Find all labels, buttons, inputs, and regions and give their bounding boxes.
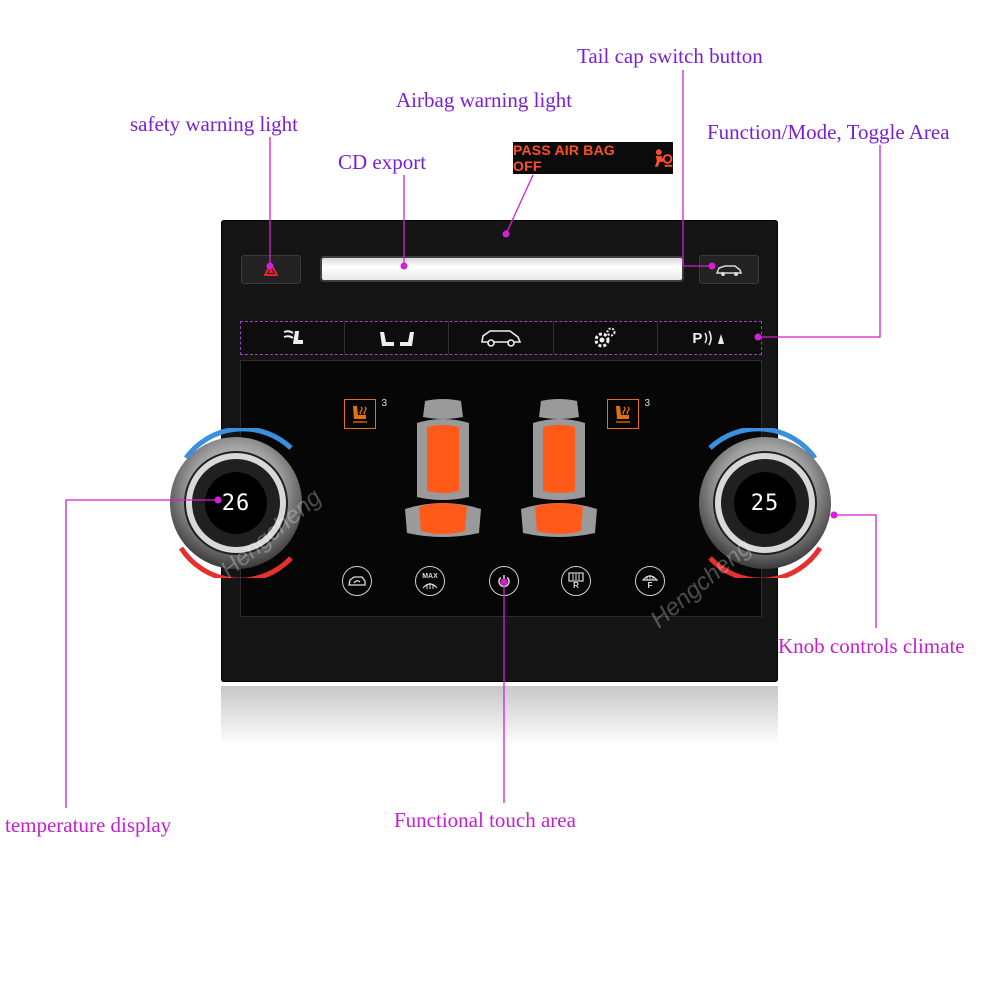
- mode-seat-ventilation[interactable]: [241, 322, 346, 354]
- recirculation-icon: [348, 576, 366, 586]
- max-defrost-button[interactable]: MAX: [415, 566, 445, 596]
- safety-light-callout: safety warning light: [130, 112, 298, 136]
- left-seat-heat-badge[interactable]: 3: [344, 398, 387, 429]
- left-temperature-display: 26: [205, 472, 267, 534]
- mode-settings[interactable]: [554, 322, 658, 354]
- rear-defrost-button[interactable]: R: [561, 566, 591, 596]
- front-defrost-icon: F: [642, 572, 658, 590]
- power-button[interactable]: [489, 566, 519, 596]
- right-seat-graphic[interactable]: [519, 399, 599, 549]
- parking-sensor-icon: [704, 330, 725, 346]
- defrost-waves-icon: [422, 582, 438, 589]
- hazard-triangle-icon: [264, 263, 278, 276]
- hazard-button[interactable]: [241, 255, 301, 284]
- seat-heat-icon: [353, 406, 367, 423]
- mode-parking-sensor[interactable]: P: [658, 322, 761, 354]
- temperature-display-callout: temperature display: [5, 813, 172, 837]
- knob-callout: Knob controls climate: [778, 634, 965, 658]
- car-icon: [481, 330, 522, 347]
- mode-seats[interactable]: [345, 322, 450, 354]
- airbag-callout: Airbag warning light: [396, 88, 573, 112]
- tail-cap-switch-button[interactable]: [699, 255, 759, 284]
- airbag-warning-indicator: PASS AIR BAG OFF: [513, 142, 673, 174]
- cd-slot[interactable]: [320, 256, 684, 282]
- right-seat-heat-level: 3: [644, 398, 650, 409]
- rear-defrost-icon: R: [568, 572, 584, 590]
- right-temperature-display: 25: [734, 472, 796, 534]
- seat-heat-icon: [616, 406, 630, 423]
- rear-window-icon: [568, 572, 584, 582]
- seats-icon: [379, 332, 414, 346]
- mode-toggle-bar: P: [240, 321, 762, 355]
- tailgate-car-icon: [715, 264, 743, 276]
- right-climate-knob[interactable]: 25: [690, 428, 840, 578]
- mode-area-callout: Function/Mode, Toggle Area: [707, 120, 950, 144]
- touch-screen: 3 3 MAX: [240, 360, 762, 617]
- airbag-text: PASS AIR BAG OFF: [513, 142, 615, 174]
- panel-reflection: [221, 686, 778, 746]
- max-defrost-icon: MAX: [422, 573, 438, 590]
- right-seat-heat-badge[interactable]: 3: [607, 398, 650, 429]
- power-icon: [498, 575, 510, 588]
- seat-ventilation-icon: [283, 330, 303, 344]
- left-seat-graphic[interactable]: [403, 399, 483, 549]
- front-label: F: [647, 581, 653, 590]
- tail-cap-callout: Tail cap switch button: [577, 44, 763, 68]
- parking-label: P: [692, 329, 703, 347]
- front-defrost-button[interactable]: F: [635, 566, 665, 596]
- cd-export-callout: CD export: [338, 150, 427, 174]
- settings-gear-icon: [594, 327, 616, 348]
- max-label: MAX: [422, 572, 438, 580]
- rear-label: R: [573, 581, 579, 590]
- recirculation-button[interactable]: [342, 566, 372, 596]
- airbag-person-icon: [654, 149, 673, 167]
- touch-area-callout: Functional touch area: [394, 808, 576, 832]
- mode-vehicle[interactable]: [449, 322, 554, 354]
- front-window-icon: [642, 575, 658, 581]
- left-seat-heat-level: 3: [381, 398, 387, 409]
